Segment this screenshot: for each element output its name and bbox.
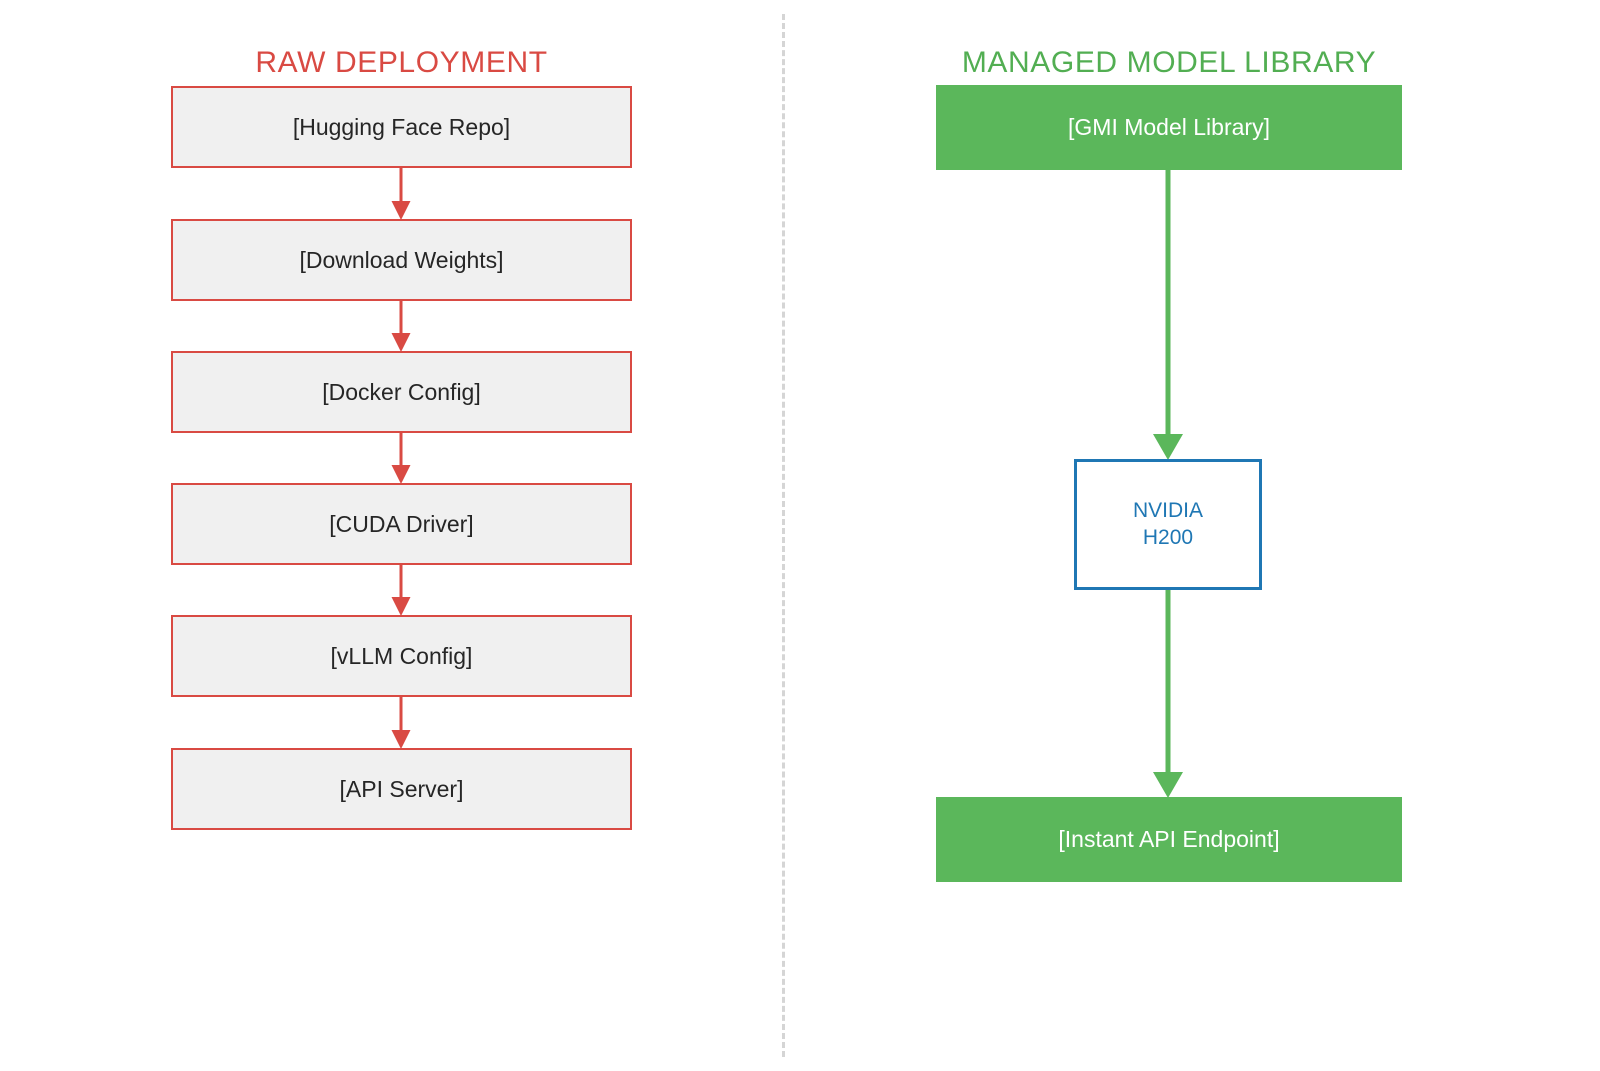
arrow-down-icon bbox=[386, 697, 416, 749]
node-gmi-model-library[interactable]: [GMI Model Library] bbox=[936, 85, 1402, 170]
arrow-down-icon bbox=[386, 300, 416, 352]
node-vllm-config[interactable]: [vLLM Config] bbox=[171, 615, 632, 697]
column-title-managed-model-library: MANAGED MODEL LIBRARY bbox=[961, 46, 1377, 79]
node-label: [API Server] bbox=[339, 775, 464, 802]
node-label-line1: NVIDIA bbox=[1132, 499, 1203, 523]
node-nvidia-h200[interactable]: NVIDIA H200 bbox=[1074, 459, 1262, 590]
node-cuda-driver[interactable]: [CUDA Driver] bbox=[171, 483, 632, 565]
node-label: [CUDA Driver] bbox=[329, 510, 474, 537]
node-label: [Download Weights] bbox=[299, 246, 504, 273]
node-label: [Instant API Endpoint] bbox=[1058, 826, 1280, 853]
node-download-weights[interactable]: [Download Weights] bbox=[171, 219, 632, 301]
node-hugging-face-repo[interactable]: [Hugging Face Repo] bbox=[171, 86, 632, 168]
arrow-down-icon bbox=[386, 433, 416, 484]
column-title-raw-deployment: RAW DEPLOYMENT bbox=[255, 46, 548, 79]
node-label-line2: H200 bbox=[1142, 525, 1194, 549]
node-docker-config[interactable]: [Docker Config] bbox=[171, 351, 632, 433]
node-api-server[interactable]: [API Server] bbox=[171, 748, 632, 830]
arrow-down-icon bbox=[1145, 590, 1191, 798]
vertical-dashed-separator bbox=[782, 14, 785, 1057]
node-label: NVIDIA H200 bbox=[1133, 498, 1203, 551]
node-label: [Docker Config] bbox=[322, 378, 481, 405]
node-label: [Hugging Face Repo] bbox=[292, 113, 511, 140]
arrow-down-icon bbox=[386, 168, 416, 220]
arrow-down-icon bbox=[1145, 170, 1191, 460]
node-label: [GMI Model Library] bbox=[1068, 114, 1270, 141]
node-label: [vLLM Config] bbox=[330, 642, 473, 669]
node-instant-api-endpoint[interactable]: [Instant API Endpoint] bbox=[936, 797, 1402, 882]
arrow-down-icon bbox=[386, 565, 416, 616]
